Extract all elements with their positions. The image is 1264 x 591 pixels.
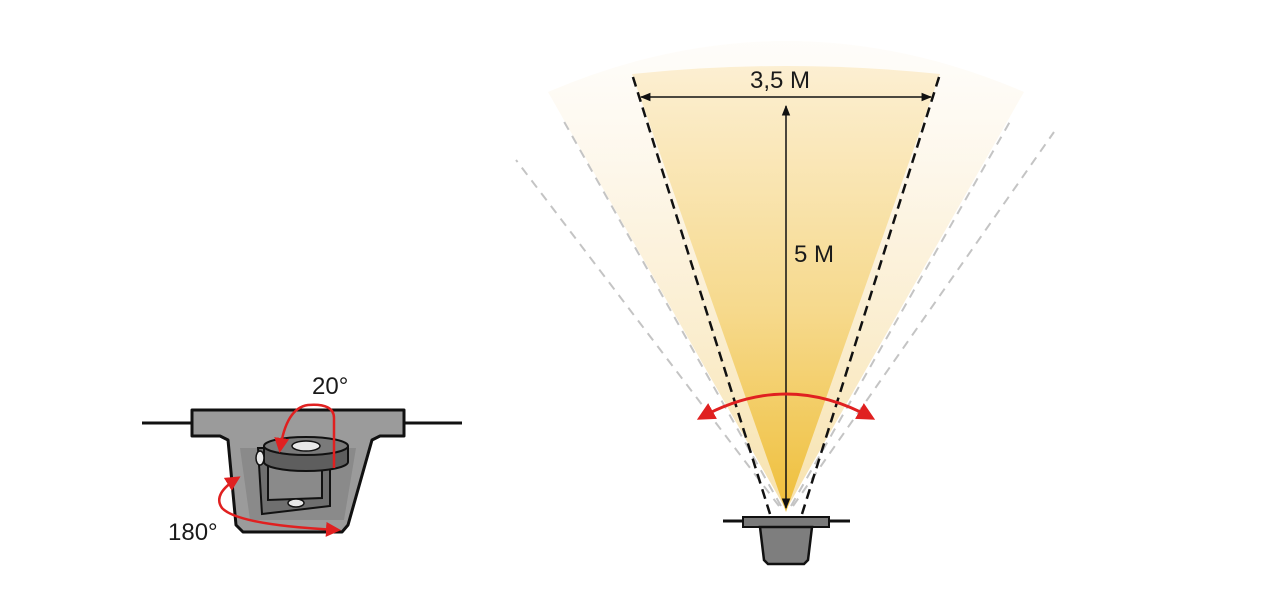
fixture-body — [758, 525, 814, 566]
beam-diagram: 3,5 M 5 M — [515, 41, 1055, 566]
fixture-flange — [742, 516, 830, 528]
tilt-angle-label: 20° — [312, 373, 348, 400]
tilt-arrow — [274, 403, 336, 468]
beam-edges — [630, 73, 942, 515]
beam-width-label: 3,5 M — [750, 67, 810, 94]
fixture-detail: 20° 180° — [142, 373, 462, 546]
pivot-knob-left — [255, 450, 265, 466]
lamp-lens — [291, 440, 321, 452]
beam-swing-arrow — [696, 392, 876, 420]
beam-height-label: 5 M — [794, 241, 834, 268]
rotation-angle-label: 180° — [168, 519, 218, 546]
pivot-knob-bottom — [287, 498, 305, 508]
beam-range-lines — [515, 117, 1055, 507]
rotation-arrow — [218, 476, 341, 537]
